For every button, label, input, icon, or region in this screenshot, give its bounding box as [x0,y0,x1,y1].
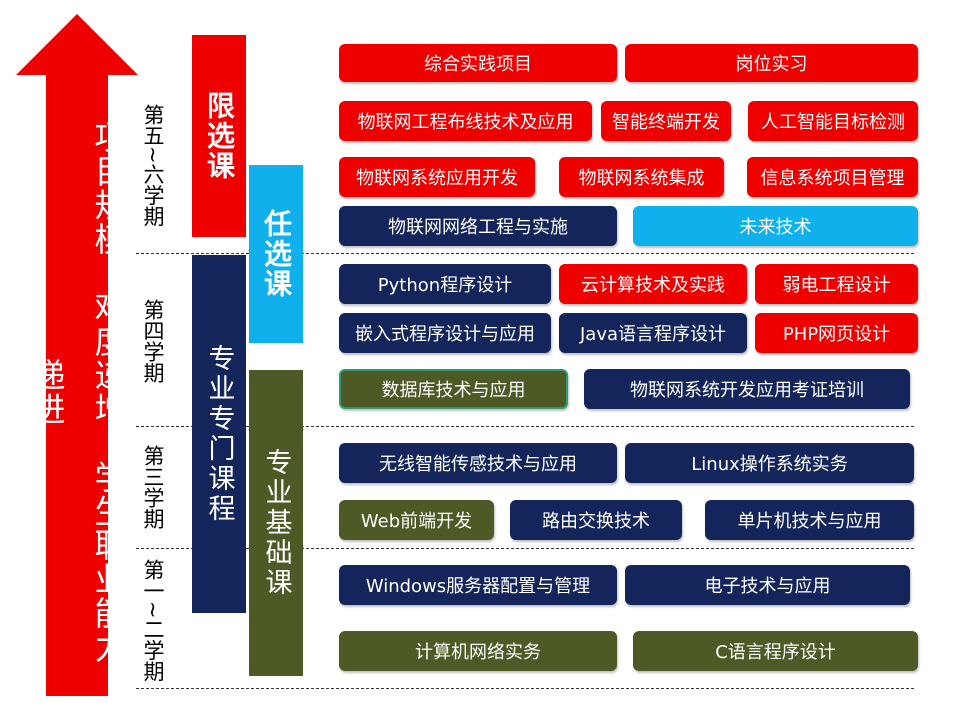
course-linux: Linux操作系统实务 [625,443,914,483]
category-major-courses: 专业专门课程 [192,255,246,613]
course-iot-cert-training: 物联网系统开发应用考证培训 [584,369,910,409]
separator-line [136,548,914,549]
course-comprehensive-practice: 综合实践项目 [339,44,617,82]
semester-1-2-label: 第一~二学期 [141,558,165,682]
course-iot-integration: 物联网系统集成 [559,157,724,197]
category-basic-courses: 专业基础课 [249,370,303,676]
course-database: 数据库技术与应用 [339,369,568,409]
course-cloud-computing: 云计算技术及实践 [559,264,747,304]
course-python: Python程序设计 [339,264,551,304]
course-embedded: 嵌入式程序设计与应用 [339,313,551,353]
course-php: PHP网页设计 [755,313,918,353]
course-web-frontend: Web前端开发 [339,500,494,540]
semester-5-6-label: 第五~六学期 [141,103,165,227]
course-java: Java语言程序设计 [559,313,747,353]
course-it-project-mgmt: 信息系统项目管理 [747,157,918,197]
course-future-tech: 未来技术 [633,206,918,246]
course-routing-switching: 路由交换技术 [510,500,682,540]
separator-line [136,688,914,689]
progression-arrow [16,14,138,696]
course-c-language: C语言程序设计 [633,631,918,671]
course-iot-network-eng: 物联网网络工程与实施 [339,206,617,246]
separator-line [136,253,914,254]
course-electronics: 电子技术与应用 [625,565,910,605]
arrow-label: 项目规模、难度递增，学生职业能力递进 [27,120,128,664]
category-limited-elective: 限选课 [192,35,246,237]
course-mcu: 单片机技术与应用 [705,500,914,540]
course-iot-cabling: 物联网工程布线技术及应用 [339,101,592,141]
course-wireless-sensing: 无线智能传感技术与应用 [339,443,617,483]
category-free-elective: 任选课 [249,165,303,343]
course-low-voltage: 弱电工程设计 [755,264,918,304]
course-windows-server: Windows服务器配置与管理 [339,565,617,605]
course-internship: 岗位实习 [625,44,918,82]
course-ai-detection: 人工智能目标检测 [748,101,918,141]
semester-4-label: 第四学期 [141,298,165,383]
course-smart-terminal: 智能终端开发 [601,101,731,141]
semester-3-label: 第三学期 [141,445,165,529]
course-computer-network: 计算机网络实务 [339,631,617,671]
separator-line [136,426,914,427]
course-iot-app-dev: 物联网系统应用开发 [339,157,535,197]
arrow-shape [16,14,138,696]
